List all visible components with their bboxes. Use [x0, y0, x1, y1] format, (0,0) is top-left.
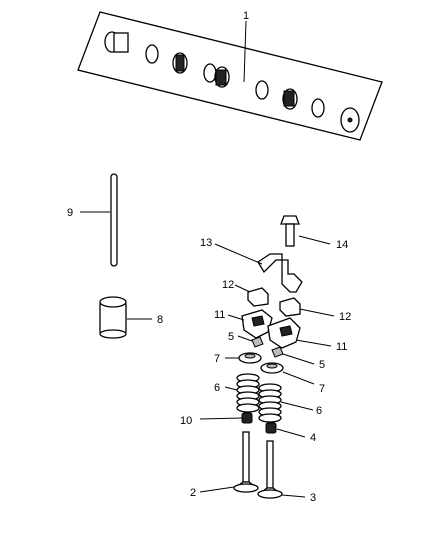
- leader-14: [298, 235, 331, 245]
- leader-3: [281, 494, 306, 498]
- valve-spring-left: [236, 373, 260, 413]
- callout-6b: 6: [316, 405, 322, 417]
- callout-8: 8: [157, 314, 163, 326]
- leader-1: [243, 20, 247, 83]
- callout-5b: 5: [319, 359, 325, 371]
- valve-keepers: 5 5: [228, 331, 325, 371]
- push-rod: 9: [67, 173, 118, 267]
- valve-stem-seals: 10 4: [180, 412, 316, 444]
- callout-5a: 5: [228, 331, 234, 343]
- camshaft-lobes: [104, 31, 360, 133]
- callout-7b: 7: [319, 383, 325, 395]
- leader-6b: [280, 401, 314, 411]
- leader-10: [199, 417, 243, 420]
- leader-6a: [224, 386, 238, 391]
- exhaust-valve: [257, 440, 283, 499]
- valve-spring-right: [258, 383, 282, 423]
- callout-12b: 12: [339, 311, 351, 323]
- callout-10: 10: [180, 415, 192, 427]
- leader-5a: [237, 335, 253, 342]
- rocker-arms: 11 11: [214, 309, 347, 353]
- callout-6a: 6: [214, 382, 220, 394]
- callout-3: 3: [310, 492, 316, 504]
- leader-7b: [282, 371, 315, 385]
- callout-11a: 11: [214, 309, 225, 321]
- valve-lifter: 8: [99, 296, 163, 339]
- camshaft-assembly: 1: [77, 10, 383, 141]
- leader-11b: [295, 339, 332, 347]
- callout-11b: 11: [336, 341, 347, 353]
- leader-5b: [282, 353, 315, 365]
- callout-13: 13: [200, 237, 212, 249]
- rocker-bolt: 14: [280, 215, 348, 251]
- spring-retainers: 7 7: [214, 352, 325, 395]
- callout-9: 9: [67, 207, 73, 219]
- callout-7a: 7: [214, 353, 220, 365]
- leader-2: [199, 486, 235, 493]
- intake-valve: [233, 431, 259, 493]
- leader-12b: [299, 308, 335, 317]
- callout-2: 2: [190, 487, 196, 499]
- callout-1: 1: [243, 10, 249, 22]
- leader-11a: [227, 314, 245, 321]
- camshaft-panel: [77, 11, 383, 141]
- leader-12a: [234, 284, 251, 293]
- callout-12a: 12: [222, 279, 234, 291]
- rocker-pivots: 12 12: [222, 279, 351, 323]
- valves: 2 3: [190, 431, 316, 504]
- leader-4: [276, 428, 306, 438]
- valve-springs: 6 6: [214, 373, 322, 423]
- rocker-bracket: 13: [200, 237, 303, 293]
- callout-4: 4: [310, 432, 316, 444]
- callout-14: 14: [336, 239, 348, 251]
- leader-13: [214, 243, 263, 265]
